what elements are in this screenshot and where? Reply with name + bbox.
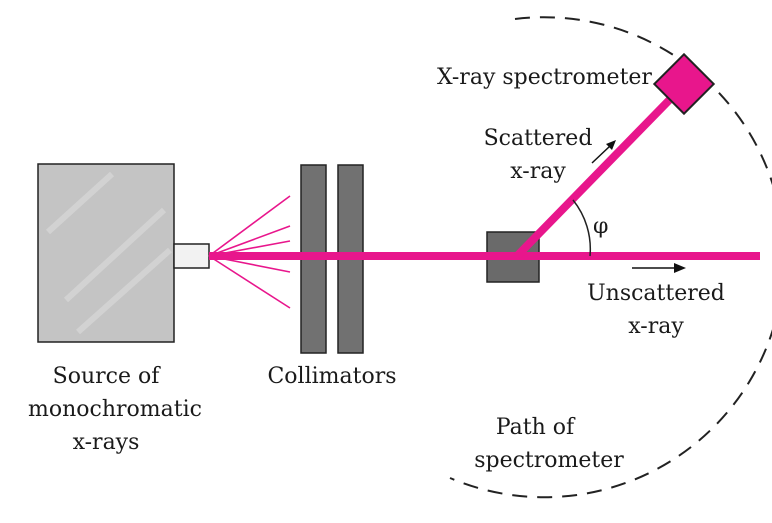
scattered-arrow-icon [591, 140, 616, 164]
source-label-line1: Source of [53, 364, 162, 389]
spectrometer-path-arc [449, 16, 772, 499]
xray-source [37, 163, 175, 343]
unscattered-label-line2: x-ray [628, 314, 684, 339]
spectrometer-box [652, 52, 716, 116]
scattered-label-line1: Scattered [484, 126, 593, 151]
path-label-line1: Path of [496, 415, 576, 440]
source-label-line2: monochromatic [28, 397, 202, 422]
source-label-line3: x-rays [73, 430, 140, 455]
collimators-label: Collimators [267, 364, 396, 389]
scattered-beam [514, 84, 685, 259]
unscattered-arrow-icon [632, 263, 686, 273]
angle-arc [572, 199, 592, 257]
source-nozzle [173, 243, 210, 269]
path-label-line2: spectrometer [474, 448, 624, 473]
unscattered-label-line1: Unscattered [587, 281, 725, 306]
spectrometer-label: X-ray spectrometer [437, 65, 652, 90]
angle-label: φ [593, 214, 608, 239]
scattered-label-line2: x-ray [510, 159, 566, 184]
